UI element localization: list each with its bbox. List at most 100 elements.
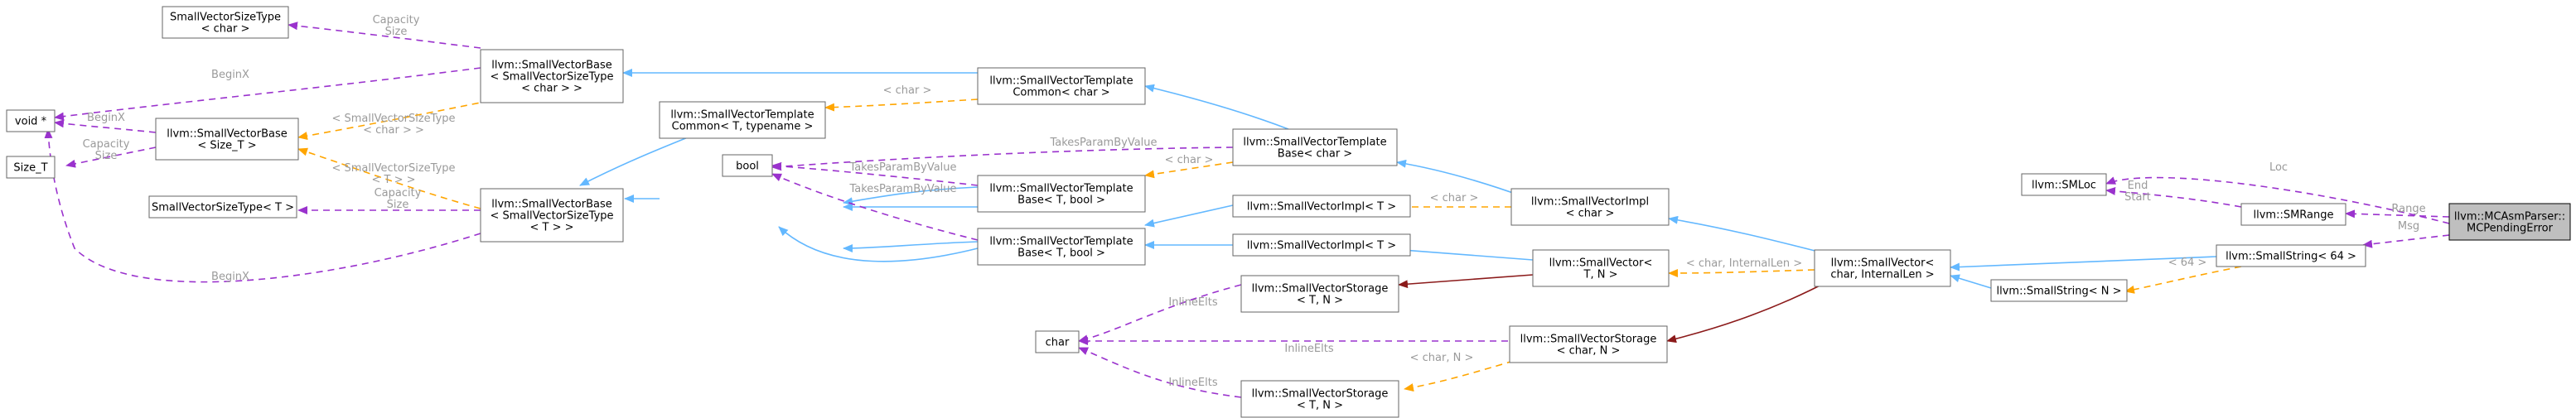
class-node-label: < char >	[201, 23, 250, 36]
class-node-n5[interactable]: SmallVectorSizeType< T >	[148, 195, 297, 219]
class-node-label: llvm::SmallVectorImpl< T >	[1247, 201, 1396, 214]
class-node-n20[interactable]: llvm::SmallVector<T, N >	[1532, 249, 1670, 287]
class-node-box	[155, 118, 299, 161]
edge-member	[771, 147, 1234, 171]
class-node-n3[interactable]: Size_T	[6, 156, 56, 179]
class-node-box	[722, 154, 773, 177]
edge-label-takes-param: TakesParamByValue	[848, 183, 956, 195]
class-node-n16[interactable]: llvm::SmallVectorImpl< char >	[1510, 188, 1670, 226]
class-node-label: < T, N >	[1297, 400, 1343, 412]
class-node-n10[interactable]: bool	[722, 154, 773, 177]
class-node-n23[interactable]: llvm::SmallString< N >	[1990, 279, 2128, 302]
class-node-box	[2240, 203, 2346, 226]
class-node-n14[interactable]: llvm::SmallVectorImpl< T >	[1232, 195, 1411, 218]
class-node-label: < T > >	[529, 222, 573, 234]
class-node-n24[interactable]: llvm::SmallString< 64 >	[2216, 244, 2366, 267]
class-node-label: llvm::SmallVectorTemplate	[989, 75, 1133, 88]
edge-member	[44, 128, 481, 283]
edge-label-beginx: BeginX	[87, 112, 125, 124]
class-node-label: llvm::SmallVector<	[1831, 257, 1935, 270]
class-node-label: llvm::SmallVectorTemplate	[989, 183, 1133, 195]
edge-inherit	[843, 186, 979, 206]
class-node-box	[6, 109, 56, 132]
class-node-label: < char >	[1566, 208, 1615, 220]
class-node-label: Size_T	[13, 162, 47, 175]
class-node-box	[162, 6, 289, 39]
class-node-label: char	[1046, 337, 1070, 349]
class-node-n4[interactable]: llvm::SmallVectorBase< Size_T >	[155, 118, 299, 161]
edge-member	[771, 173, 979, 241]
class-node-n18[interactable]: char	[1035, 330, 1080, 353]
class-node-box	[1232, 128, 1398, 166]
class-node-label: Base< T, bool >	[1017, 247, 1105, 260]
edge-template	[1668, 268, 1815, 277]
class-node-n15[interactable]: llvm::SmallVectorImpl< T >	[1232, 233, 1411, 257]
edge-label-loc: Loc	[2269, 161, 2288, 174]
class-node-n17[interactable]: llvm::SmallVectorStorage< T, N >	[1240, 275, 1399, 313]
edge-label-char-arg: < char >	[1430, 192, 1479, 204]
class-node-box	[2216, 244, 2366, 267]
edge-member	[288, 22, 481, 49]
class-node-box	[1232, 195, 1411, 218]
class-node-box	[977, 67, 1146, 105]
class-node-label: bool	[736, 161, 759, 173]
class-node-label: < SmallVectorSizeType	[490, 210, 613, 223]
class-node-n1[interactable]: SmallVectorSizeType< char >	[162, 6, 289, 39]
class-node-n22[interactable]: llvm::SmallVector<char, InternalLen >	[1814, 249, 1951, 287]
edge-label-char-n: < char, N >	[1410, 352, 1474, 364]
class-node-label: llvm::SmallVectorTemplate	[670, 109, 814, 122]
edge-template	[824, 98, 979, 112]
edge-label-sizetype-char: < SmallVectorSizeType< char > >	[331, 113, 455, 137]
class-node-n2[interactable]: void *	[6, 109, 56, 132]
class-node-label: < char, N >	[1557, 345, 1621, 358]
edge-member	[2105, 186, 2242, 208]
edge-member	[1078, 347, 1242, 398]
edge-label-inline-elts: InlineElts	[1284, 343, 1333, 355]
class-node-box	[1232, 233, 1411, 257]
edge-label-sizetype-t: < SmallVectorSizeType< T > >	[331, 162, 455, 186]
edge-member	[771, 161, 979, 186]
class-node-n19[interactable]: llvm::SmallVectorStorage< T, N >	[1240, 380, 1399, 418]
class-node-n7[interactable]: llvm::SmallVectorBase< SmallVectorSizeTy…	[480, 188, 624, 243]
class-node-label: MCPendingError	[2467, 223, 2554, 235]
class-node-box	[1990, 279, 2128, 302]
edge-label-msg: Msg	[2398, 220, 2419, 233]
class-node-n27[interactable]: llvm::MCAsmParser::MCPendingError	[2448, 203, 2571, 241]
class-node-label: llvm::SmallVectorTemplate	[989, 236, 1133, 248]
class-node-label: Base< T, bool >	[1017, 195, 1105, 207]
class-node-box	[1510, 188, 1670, 226]
class-node-label: SmallVectorSizeType	[170, 12, 281, 24]
class-node-label: < char > >	[521, 83, 582, 95]
class-node-n6[interactable]: llvm::SmallVectorBase< SmallVectorSizeTy…	[480, 49, 624, 103]
class-node-label: llvm::SmallVectorImpl	[1531, 196, 1649, 209]
edge-inherit	[1950, 274, 1992, 289]
class-node-box	[480, 49, 624, 103]
edge-inherit	[1950, 256, 2217, 271]
edge-member	[54, 119, 157, 133]
class-node-n25[interactable]: llvm::SMLoc	[2021, 173, 2107, 196]
edge-template-arg	[1398, 274, 1534, 289]
class-node-label: SmallVectorSizeType< T >	[152, 202, 294, 214]
class-node-label: < T, N >	[1297, 295, 1343, 307]
class-node-box	[480, 188, 624, 243]
class-node-box	[1240, 380, 1399, 418]
class-node-label: < Size_T >	[197, 140, 256, 152]
class-node-n21[interactable]: llvm::SmallVectorStorage< char, N >	[1509, 325, 1668, 363]
class-node-box	[977, 175, 1146, 213]
class-node-label: llvm::SmallVectorImpl< T >	[1247, 240, 1396, 252]
edge-label-takes-param: TakesParamByValue	[1049, 137, 1157, 149]
class-node-label: void *	[15, 116, 47, 128]
edge-member	[2345, 209, 2450, 219]
class-node-label: llvm::SmallString< N >	[1996, 286, 2121, 298]
class-node-n26[interactable]: llvm::SMRange	[2240, 203, 2346, 226]
edge-template	[297, 147, 481, 209]
class-node-box	[1532, 249, 1670, 287]
class-node-label: llvm::SmallVectorStorage	[1252, 388, 1389, 401]
